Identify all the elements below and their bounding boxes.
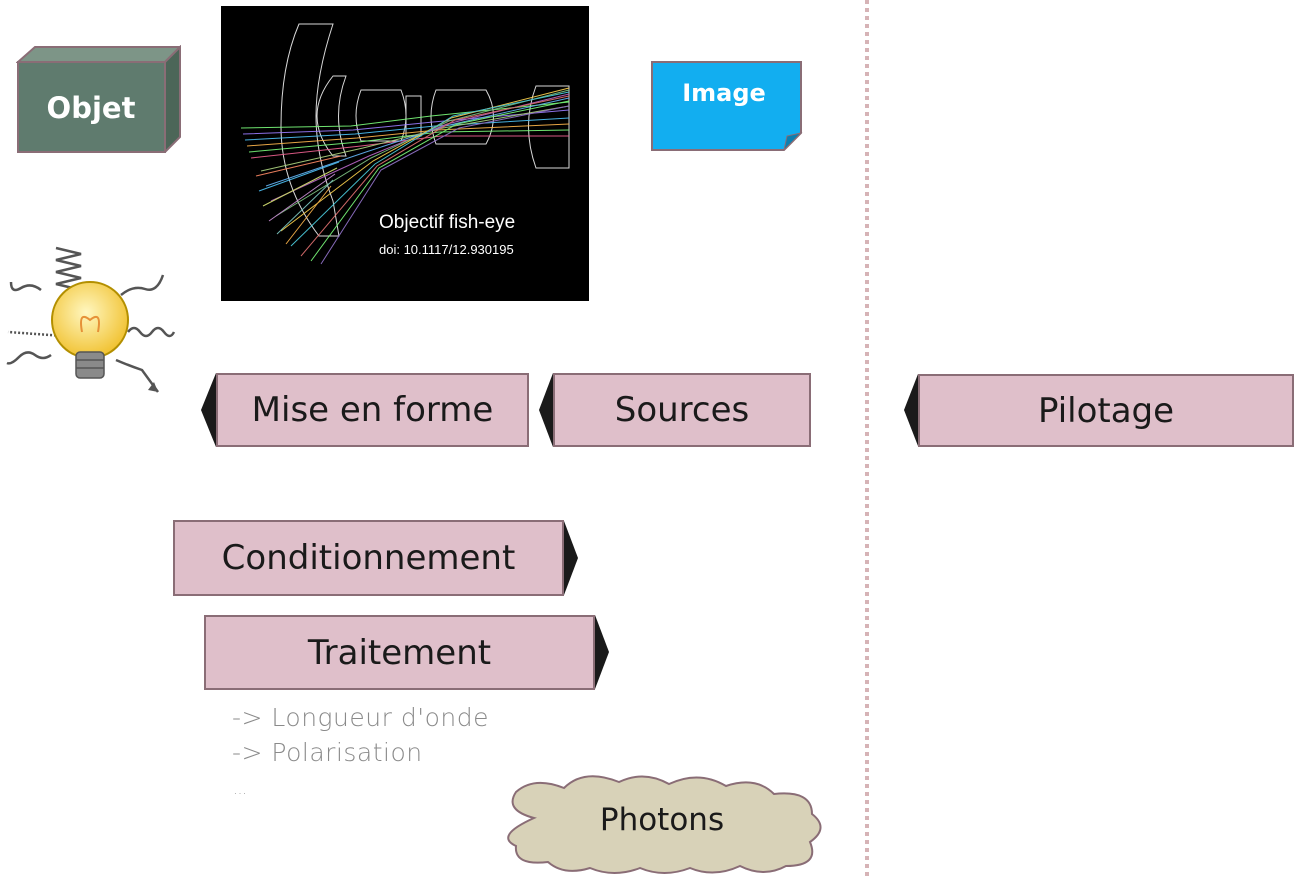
lightbulb-icon — [6, 240, 196, 400]
conditionnement-label: Conditionnement — [221, 538, 516, 578]
photons-label: Photons — [599, 802, 725, 838]
objet-box: Objet — [16, 45, 181, 153]
note-ellipsis: … — [233, 782, 248, 798]
lens-ray-diagram — [240, 23, 570, 265]
traitement-arrow — [595, 615, 609, 689]
pilotage-label: Pilotage — [1037, 390, 1175, 431]
traitement-block: Traitement — [204, 615, 595, 690]
conditionnement-block: Conditionnement — [173, 520, 564, 596]
photons-cloud: Photons — [494, 770, 830, 879]
vertical-divider — [863, 0, 871, 879]
image-box: Image — [651, 61, 803, 151]
note-polarisation: -> Polarisation — [232, 738, 423, 767]
image-label: Image — [682, 79, 766, 107]
sources-block: Sources — [553, 373, 811, 447]
conditionnement-arrow — [564, 521, 578, 595]
fisheye-caption: Objectif fish-eye — [379, 212, 516, 233]
pilotage-block: Pilotage — [918, 374, 1294, 447]
mise-en-forme-label: Mise en forme — [251, 390, 494, 430]
objet-label: Objet — [46, 90, 136, 125]
note-longueur-onde: -> Longueur d'onde — [232, 703, 489, 732]
mise-en-forme-arrow — [201, 373, 216, 447]
pilotage-arrow — [904, 374, 918, 446]
fisheye-lens-image: Objectif fish-eye doi: 10.1117/12.930195 — [221, 6, 589, 301]
mise-en-forme-block: Mise en forme — [216, 373, 529, 447]
sources-arrow — [539, 373, 553, 447]
fisheye-doi: doi: 10.1117/12.930195 — [379, 242, 514, 257]
traitement-label: Traitement — [307, 632, 492, 673]
sources-label: Sources — [614, 390, 750, 430]
